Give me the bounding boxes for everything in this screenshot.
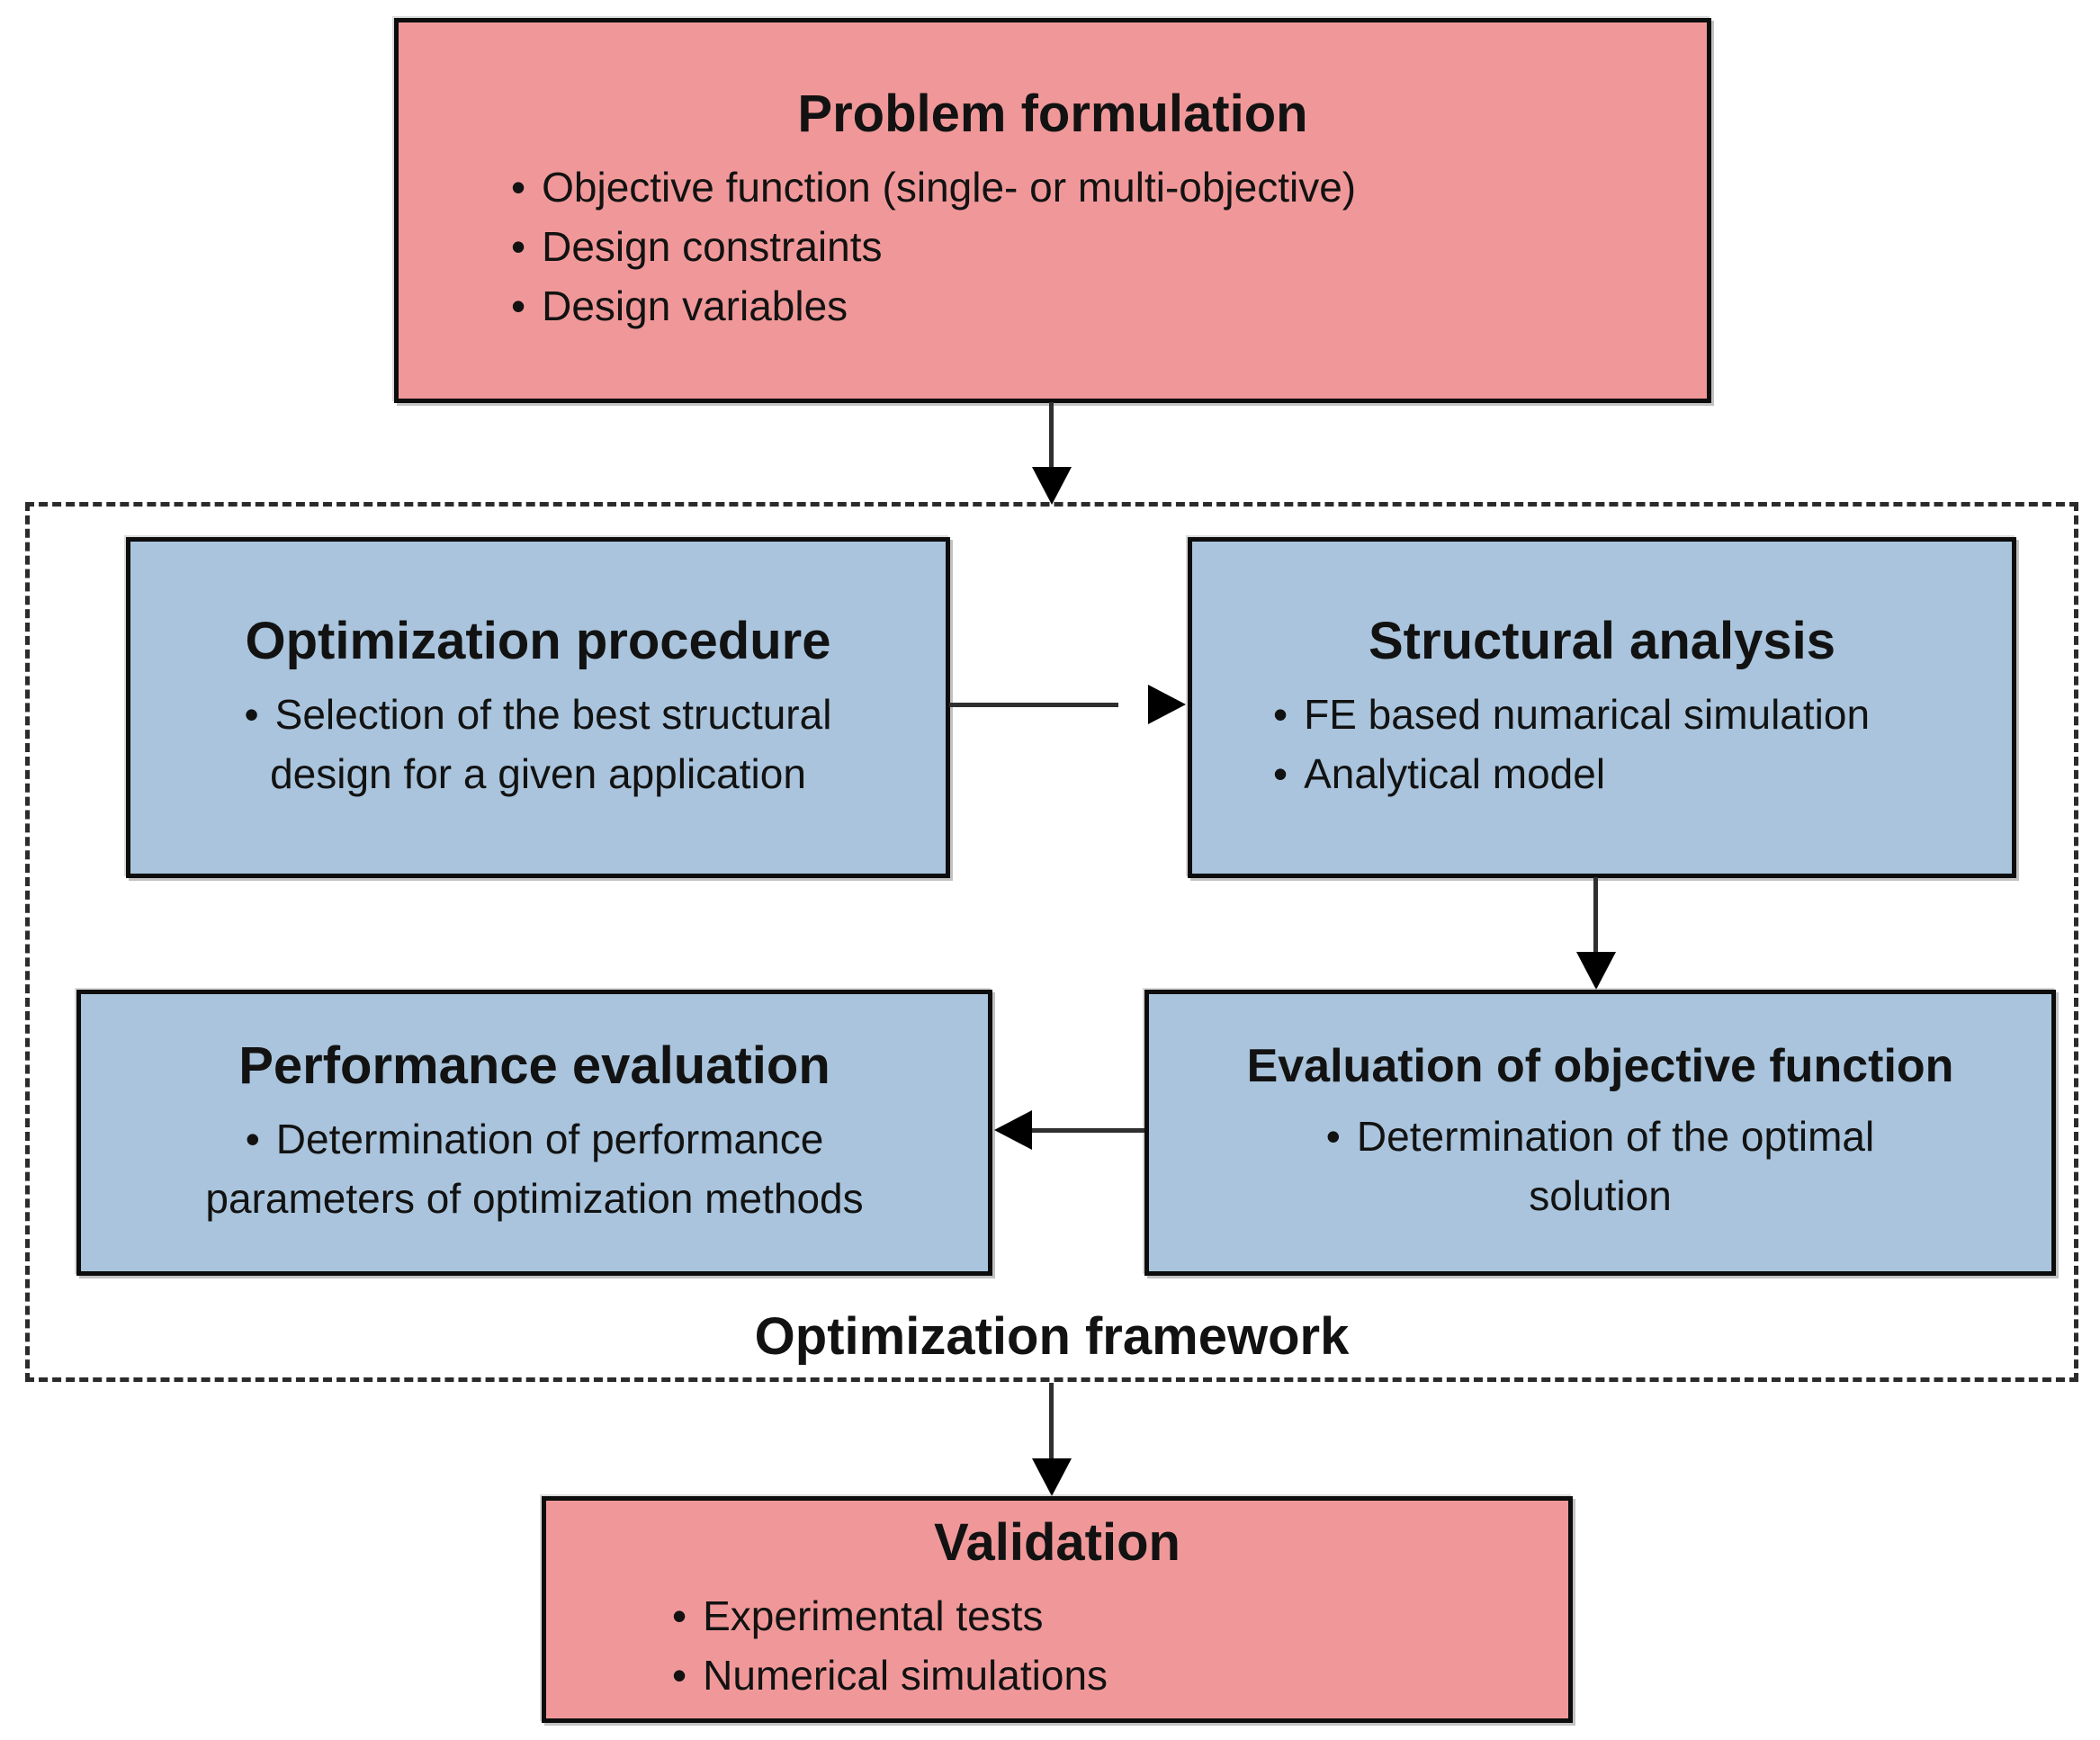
node-title: Validation: [934, 1513, 1180, 1573]
list-item: • Numerical simulations: [672, 1646, 1541, 1705]
bullet-icon: •: [511, 163, 526, 211]
bullet-icon: •: [1273, 749, 1288, 797]
node-title: Evaluation of objective function: [1246, 1039, 1954, 1092]
bullet-list: • Objective function (single- or multi-ob…: [511, 157, 1671, 336]
bullet-icon: •: [1325, 1112, 1341, 1160]
bullet-paragraph: • Determination of the optimal solution: [1277, 1107, 1925, 1225]
arrow-head-down-icon: [1576, 952, 1616, 990]
node-title: Performance evaluation: [238, 1036, 830, 1096]
bullet-paragraph: •Selection of the best structural design…: [192, 685, 884, 803]
list-item: • Analytical model: [1273, 744, 1985, 803]
arrow-head-down-icon: [1032, 467, 1072, 505]
list-item-text: Design variables: [542, 283, 848, 330]
arrow-head-left-icon: [994, 1110, 1032, 1150]
node-evaluation-of-objective-function: Evaluation of objective function • Determ…: [1144, 990, 2056, 1276]
arrow-line: [1593, 877, 1598, 956]
arrow-line: [949, 703, 1118, 707]
bullet-icon: •: [511, 223, 526, 271]
list-item: • Design variables: [511, 276, 1671, 336]
optimization-framework-container: [25, 502, 2078, 1382]
arrow-head-down-icon: [1032, 1458, 1072, 1496]
arrow-line: [1049, 1383, 1054, 1463]
list-item: • Design constraints: [511, 217, 1671, 276]
list-item-text: Numerical simulations: [703, 1652, 1108, 1700]
paragraph-text: Selection of the best structural design …: [270, 690, 832, 797]
node-problem-formulation: Problem formulation • Objective function …: [394, 18, 1711, 403]
list-item: • FE based numarical simulation: [1273, 685, 1985, 744]
node-structural-analysis: Structural analysis • FE based numarical …: [1188, 537, 2016, 878]
list-item: • Objective function (single- or multi-ob…: [511, 157, 1671, 217]
paragraph-text: Determination of the optimal solution: [1356, 1112, 1875, 1219]
list-item-text: FE based numarical simulation: [1304, 690, 1871, 738]
bullet-list: • FE based numarical simulation • Analytic…: [1273, 685, 1985, 803]
node-optimization-procedure: Optimization procedure •Selection of the…: [126, 537, 950, 878]
node-title: Optimization procedure: [245, 611, 831, 670]
node-title: Problem formulation: [797, 85, 1308, 144]
bullet-icon: •: [672, 1592, 687, 1640]
arrow-line: [1028, 1128, 1144, 1133]
bullet-paragraph: •Determination of performance parameters…: [166, 1109, 903, 1228]
arrow-head-right-icon: [1148, 685, 1186, 724]
bullet-icon: •: [245, 1116, 260, 1163]
list-item-text: Design constraints: [542, 223, 883, 271]
bullet-icon: •: [1273, 690, 1288, 738]
bullet-icon: •: [511, 283, 526, 330]
bullet-icon: •: [244, 690, 259, 738]
list-item: • Experimental tests: [672, 1586, 1541, 1646]
optimization-framework-label: Optimization framework: [754, 1307, 1350, 1366]
bullet-list: • Experimental tests • Numerical simulatio…: [672, 1586, 1541, 1705]
list-item-text: Objective function (single- or multi-obj…: [542, 163, 1357, 211]
arrow-line: [1049, 402, 1054, 469]
node-validation: Validation • Experimental tests • Numerica…: [542, 1496, 1573, 1723]
node-performance-evaluation: Performance evaluation •Determination of…: [76, 990, 992, 1276]
list-item-text: Analytical model: [1304, 749, 1606, 797]
node-title: Structural analysis: [1369, 611, 1835, 670]
paragraph-text: Determination of performance parameters …: [205, 1116, 864, 1223]
bullet-icon: •: [672, 1652, 687, 1700]
list-item-text: Experimental tests: [703, 1592, 1044, 1640]
